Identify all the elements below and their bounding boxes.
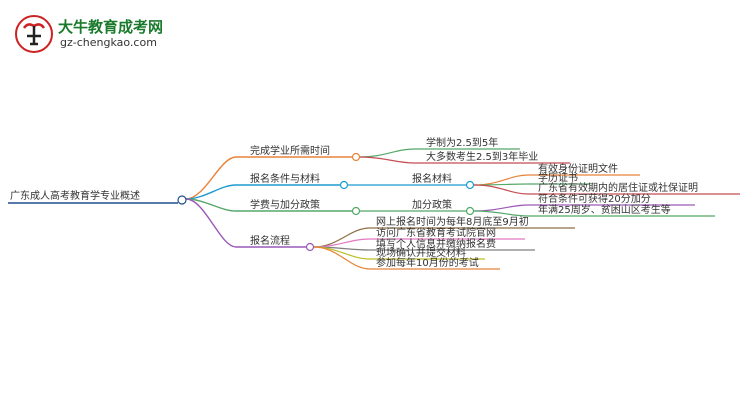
edge-root-branch-1 xyxy=(185,184,340,200)
sub-label-bonus: 加分政策 xyxy=(412,198,452,211)
site-name: 大牛教育成考网 xyxy=(58,18,164,36)
leaf-b0-0: 学制为2.5到5年 xyxy=(426,136,498,149)
leaf-b3-3: 现场确认并提交材料 xyxy=(376,246,466,259)
leaf-b1-2: 广东省有效期内的居住证或社保证明 xyxy=(538,181,698,194)
edge-b3-c4 xyxy=(313,246,500,270)
leaf-b3-2: 填写个人信息并缴纳报名费 xyxy=(376,237,496,250)
branch-2-label: 学费与加分政策 xyxy=(250,198,320,211)
leaf-b0-1: 大多数考生2.5到3年毕业 xyxy=(426,150,538,163)
edge-root-branch-3 xyxy=(185,198,306,248)
edge-root-branch-2 xyxy=(185,198,352,212)
root-label: 广东成人高考教育学专业概述 xyxy=(10,189,140,202)
site-logo[interactable]: 大牛教育成考网 gz-chengkao.com xyxy=(14,14,184,54)
sub-label-materials: 报名材料 xyxy=(412,172,452,185)
branch-3-label: 报名流程 xyxy=(250,234,290,247)
branch-0-label: 完成学业所需时间 xyxy=(250,144,330,157)
site-url: gz-chengkao.com xyxy=(60,36,157,49)
branch-2-node[interactable] xyxy=(351,206,361,216)
leaf-b1-1: 学历证书 xyxy=(538,171,578,184)
leaf-b3-4: 参加每年10月份的考试 xyxy=(376,256,479,269)
leaf-b2-0: 符合条件可获得20分加分 xyxy=(538,192,651,205)
branch-1-node[interactable] xyxy=(339,180,349,190)
leaf-b2-1: 年满25周岁、贫困山区考生等 xyxy=(538,203,671,216)
edge-b0-c1 xyxy=(359,156,570,164)
bull-logo-icon xyxy=(15,15,53,53)
edge-root-branch-0 xyxy=(185,156,352,200)
branch-0-node[interactable] xyxy=(351,152,361,162)
branch-1-label: 报名条件与材料 xyxy=(250,172,320,185)
sub-node-materials[interactable] xyxy=(465,180,475,190)
edge-b1-g2 xyxy=(473,184,740,195)
leaf-b1-0: 有效身份证明文件 xyxy=(538,162,618,175)
root-node[interactable] xyxy=(177,195,187,205)
edge-b2-g1 xyxy=(473,210,715,217)
sub-node-bonus[interactable] xyxy=(465,206,475,216)
leaf-b3-1: 访问广东省教育考试院官网 xyxy=(376,226,496,239)
branch-3-node[interactable] xyxy=(305,242,315,252)
leaf-b3-0: 网上报名时间为每年8月底至9月初 xyxy=(376,215,529,228)
